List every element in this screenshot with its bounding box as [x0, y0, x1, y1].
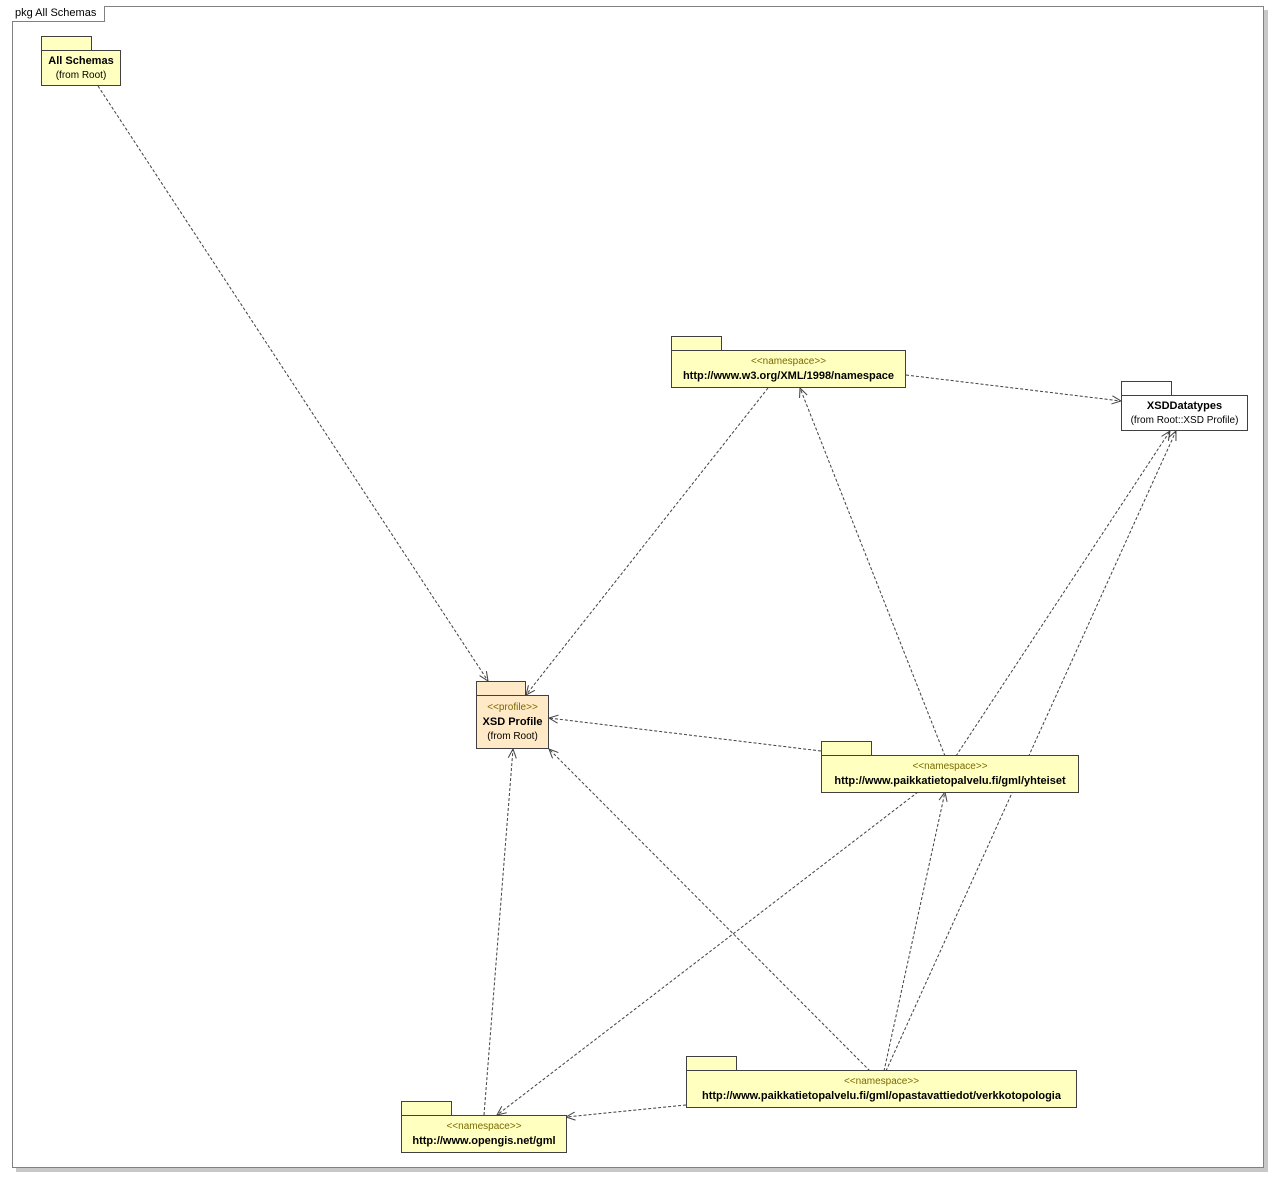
arrowhead-icon	[548, 748, 559, 759]
dependency-yhteiset-to-gml[interactable]	[496, 791, 919, 1116]
arrowhead-icon	[1168, 429, 1177, 442]
package-body: <<namespace>> http://www.opengis.net/gml	[401, 1115, 567, 1153]
package-origin: (from Root)	[55, 70, 107, 81]
dependency-xml-namespace-to-xsd-datatypes[interactable]	[905, 374, 1122, 402]
package-name: http://www.paikkatietopalvelu.fi/gml/yht…	[834, 774, 1066, 787]
dependency-verkkotopologia-to-xsd-profile[interactable]	[548, 748, 871, 1072]
package-tab	[41, 36, 92, 50]
diagram-frame	[12, 6, 1264, 1168]
package-body: <<namespace>> http://www.paikkatietopalv…	[686, 1070, 1077, 1108]
package-tab	[476, 681, 526, 695]
package-name: http://www.opengis.net/gml	[412, 1134, 556, 1147]
arrowhead-icon	[507, 747, 517, 759]
arrowhead-icon	[547, 714, 559, 724]
package-stereotype: <<namespace>>	[843, 1075, 920, 1087]
diagram-frame-title: pkg All Schemas	[12, 6, 106, 22]
package-tab	[671, 336, 722, 350]
dependency-gml-to-xsd-profile[interactable]	[483, 748, 514, 1116]
package-name: All Schemas	[48, 55, 114, 67]
dependency-yhteiset-to-xsd-profile[interactable]	[548, 717, 822, 752]
dependency-verkkotopologia-to-gml[interactable]	[565, 1104, 687, 1118]
dependency-yhteiset-to-xml-namespace[interactable]	[799, 387, 946, 757]
dependency-verkkotopologia-to-xsd-datatypes[interactable]	[885, 430, 1177, 1072]
package-origin: (from Root)	[487, 730, 538, 742]
package-xsd-profile[interactable]: <<profile>> XSD Profile (from Root)	[476, 681, 549, 749]
package-name: XSDDatatypes	[1146, 400, 1223, 412]
package-xsd-datatypes[interactable]: XSDDatatypes (from Root::XSD Profile)	[1121, 381, 1248, 431]
package-name: XSD Profile	[482, 715, 543, 728]
arrowhead-icon	[1111, 395, 1123, 405]
package-body: <<namespace>> http://www.paikkatietopalv…	[821, 755, 1079, 793]
package-stereotype: <<namespace>>	[446, 1120, 522, 1132]
package-body: <<namespace>> http://www.w3.org/XML/1998…	[671, 350, 906, 388]
package-stereotype: <<profile>>	[487, 701, 538, 713]
package-tab	[821, 741, 872, 755]
dependency-yhteiset-to-xsd-datatypes[interactable]	[955, 430, 1171, 757]
package-stereotype: <<namespace>>	[750, 355, 827, 367]
package-body: All Schemas (from Root)	[41, 50, 121, 86]
package-xml-namespace[interactable]: <<namespace>> http://www.w3.org/XML/1998…	[671, 336, 906, 388]
dependency-xml-namespace-to-xsd-profile[interactable]	[525, 387, 769, 696]
package-name: http://www.paikkatietopalvelu.fi/gml/opa…	[702, 1089, 1061, 1102]
dependency-all-schemas-to-xsd-profile[interactable]	[97, 85, 489, 682]
arrowhead-icon	[799, 386, 808, 399]
package-origin: (from Root::XSD Profile)	[1130, 415, 1239, 426]
package-tab	[1121, 381, 1172, 395]
dependency-verkkotopologia-to-yhteiset[interactable]	[883, 791, 946, 1072]
arrowhead-icon	[479, 671, 489, 683]
package-gml[interactable]: <<namespace>> http://www.opengis.net/gml	[401, 1101, 567, 1153]
package-tab	[686, 1056, 737, 1070]
package-tab	[401, 1101, 452, 1115]
package-verkkotopologia[interactable]: <<namespace>> http://www.paikkatietopalv…	[686, 1056, 1077, 1108]
package-name: http://www.w3.org/XML/1998/namespace	[682, 369, 895, 382]
package-body: XSDDatatypes (from Root::XSD Profile)	[1121, 395, 1248, 431]
package-all-schemas[interactable]: All Schemas (from Root)	[41, 36, 121, 86]
package-body: <<profile>> XSD Profile (from Root)	[476, 695, 549, 749]
package-yhteiset[interactable]: <<namespace>> http://www.paikkatietopalv…	[821, 741, 1079, 793]
package-stereotype: <<namespace>>	[912, 760, 988, 772]
